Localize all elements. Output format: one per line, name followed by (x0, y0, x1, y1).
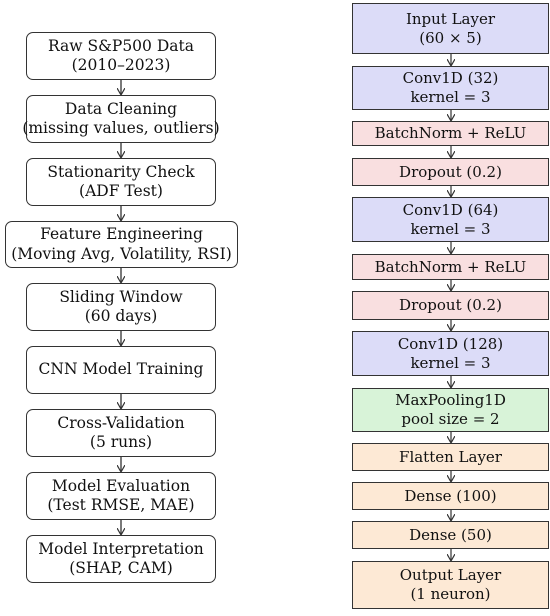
layer-input-title: Input Layer (405, 9, 496, 28)
step-stationarity-check: Stationarity Check (ADF Test) (26, 158, 216, 206)
layer-conv1d-32-kernel: kernel = 3 (410, 88, 491, 106)
layer-batchnorm-relu-2: BatchNorm + ReLU (352, 254, 549, 280)
step-cross-validation-title: Cross-Validation (57, 413, 185, 432)
step-stationarity-title: Stationarity Check (47, 162, 195, 181)
layer-conv1d-32-title: Conv1D (32) (402, 69, 499, 88)
step-data-cleaning: Data Cleaning (missing values, outliers) (22, 95, 220, 143)
layer-flatten: Flatten Layer (352, 443, 549, 471)
layer-batchnorm-relu-1-title: BatchNorm + ReLU (374, 124, 527, 143)
layer-input: Input Layer (60 × 5) (352, 3, 549, 54)
step-raw-data-title: Raw S&P500 Data (48, 36, 194, 55)
step-model-interpretation-title: Model Interpretation (38, 539, 204, 558)
layer-dense-50-title: Dense (50) (409, 525, 492, 544)
layer-input-shape: (60 × 5) (419, 28, 482, 47)
layer-flatten-title: Flatten Layer (399, 447, 502, 466)
layer-conv1d-128: Conv1D (128) kernel = 3 (352, 331, 549, 376)
step-cnn-training: CNN Model Training (26, 346, 216, 394)
step-data-cleaning-title: Data Cleaning (64, 99, 178, 118)
step-stationarity-detail: (ADF Test) (79, 182, 163, 200)
layer-dropout-2: Dropout (0.2) (352, 291, 549, 320)
step-cnn-training-title: CNN Model Training (38, 360, 204, 379)
step-model-interpretation-detail: (SHAP, CAM) (69, 559, 173, 577)
layer-output-title: Output Layer (399, 566, 502, 585)
layer-batchnorm-relu-1: BatchNorm + ReLU (352, 121, 549, 146)
layer-dropout-1-title: Dropout (0.2) (399, 162, 502, 181)
layer-dense-100-title: Dense (100) (404, 486, 497, 505)
layer-conv1d-128-title: Conv1D (128) (397, 334, 504, 353)
layer-dropout-1: Dropout (0.2) (352, 158, 549, 186)
step-model-interpretation: Model Interpretation (SHAP, CAM) (26, 535, 216, 583)
step-raw-data-detail: (2010–2023) (71, 56, 171, 74)
step-cross-validation-detail: (5 runs) (89, 433, 153, 451)
layer-conv1d-64-title: Conv1D (64) (402, 200, 499, 219)
layer-output: Output Layer (1 neuron) (352, 561, 549, 609)
step-model-evaluation-detail: (Test RMSE, MAE) (47, 496, 195, 514)
layer-conv1d-64-kernel: kernel = 3 (410, 219, 491, 238)
layer-maxpooling1d: MaxPooling1D pool size = 2 (352, 388, 549, 432)
step-raw-data: Raw S&P500 Data (2010–2023) (26, 32, 216, 80)
layer-conv1d-32: Conv1D (32) kernel = 3 (352, 66, 549, 110)
layer-maxpooling1d-title: MaxPooling1D (395, 391, 506, 410)
step-cross-validation: Cross-Validation (5 runs) (26, 409, 216, 457)
step-data-cleaning-detail: (missing values, outliers) (22, 119, 220, 137)
layer-batchnorm-relu-2-title: BatchNorm + ReLU (374, 257, 527, 276)
layer-dropout-2-title: Dropout (0.2) (399, 296, 502, 315)
step-feature-engineering-title: Feature Engineering (40, 225, 203, 244)
step-feature-engineering-detail: (Moving Avg, Volatility, RSI) (11, 244, 232, 263)
layer-dense-50: Dense (50) (352, 521, 549, 549)
step-model-evaluation-title: Model Evaluation (51, 476, 191, 495)
step-sliding-window: Sliding Window (60 days) (26, 283, 216, 331)
layer-maxpooling1d-pool: pool size = 2 (401, 410, 500, 428)
step-feature-engineering: Feature Engineering (Moving Avg, Volatil… (5, 221, 238, 268)
step-sliding-window-title: Sliding Window (59, 287, 183, 306)
layer-dense-100: Dense (100) (352, 482, 549, 510)
layer-conv1d-128-kernel: kernel = 3 (410, 353, 491, 372)
layer-output-units: (1 neuron) (410, 585, 491, 603)
layer-conv1d-64: Conv1D (64) kernel = 3 (352, 197, 549, 242)
step-sliding-window-detail: (60 days) (84, 307, 158, 325)
step-model-evaluation: Model Evaluation (Test RMSE, MAE) (26, 472, 216, 520)
